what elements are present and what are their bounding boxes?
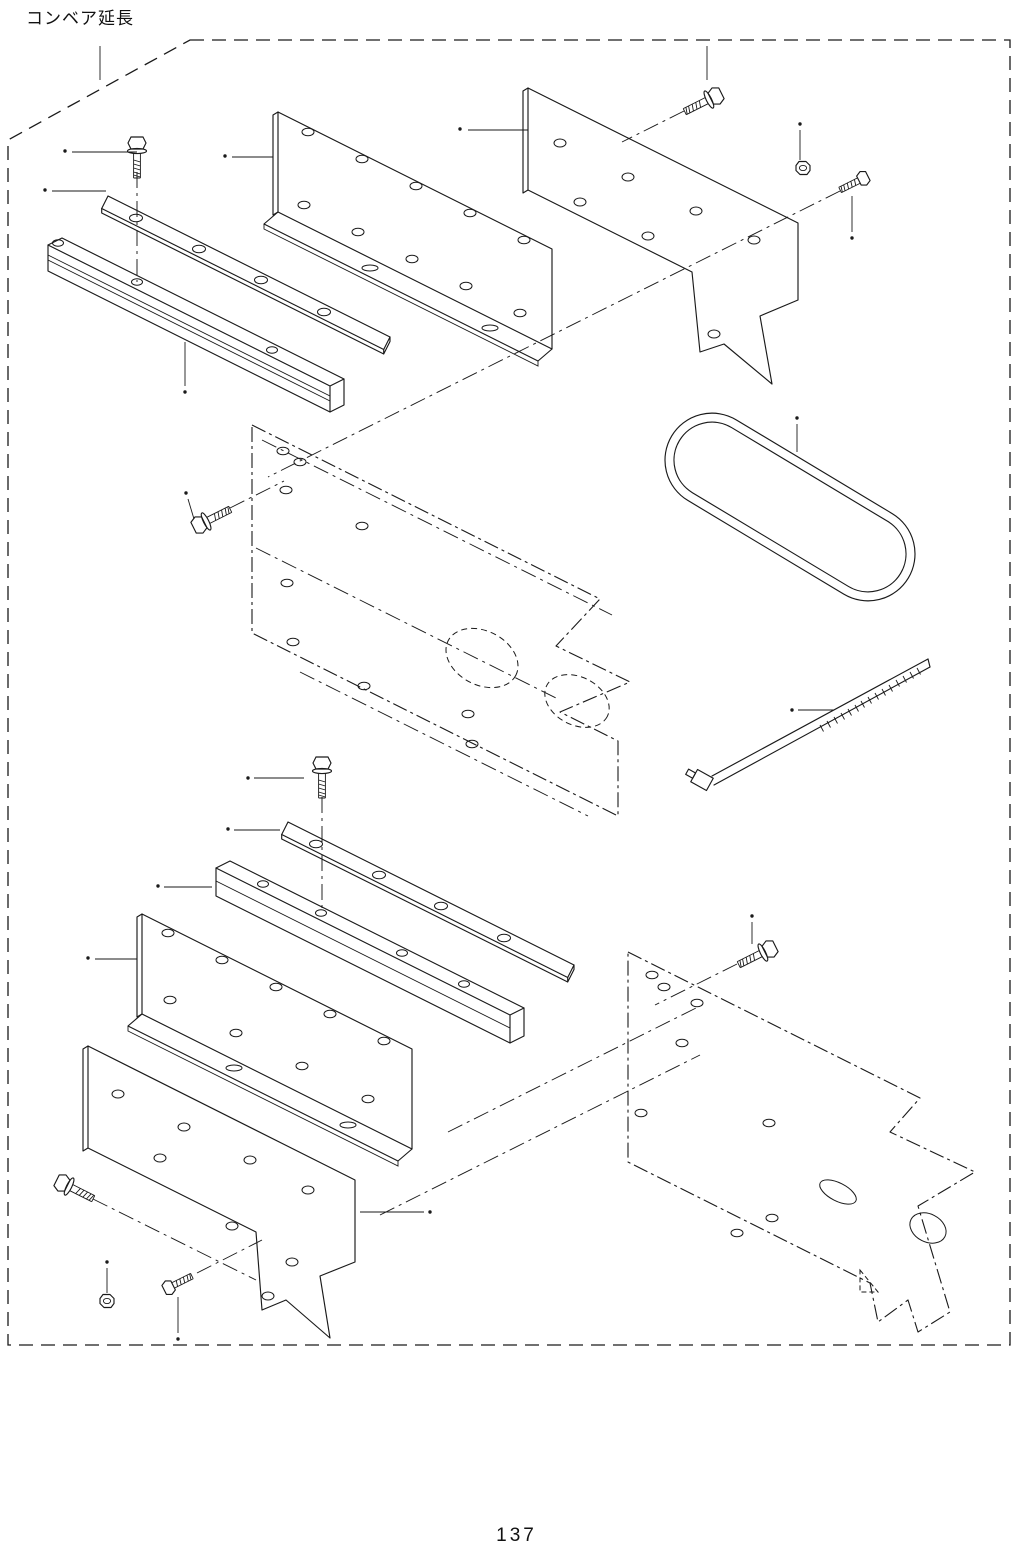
base-plate-phantom-upper	[251, 424, 631, 817]
hex-bolt-center	[311, 756, 333, 799]
machine-screw-lower-left	[160, 1268, 196, 1298]
diagram-border	[7, 39, 1011, 1346]
fasteners	[51, 84, 872, 1309]
hex-bolt-lower-right	[733, 937, 781, 974]
conveyor-belt	[664, 412, 916, 602]
guide-rail-upper	[47, 237, 345, 413]
hex-nut-lower-left	[99, 1293, 115, 1309]
assembly-centerlines	[92, 110, 841, 1281]
cable-tie	[685, 658, 931, 792]
hex-bolt-lower-left	[51, 1171, 99, 1208]
hex-bolt-upper-left	[126, 136, 148, 179]
flat-mounting-bar-upper	[101, 195, 391, 355]
reference-dots	[43, 122, 854, 1341]
page-number: 137	[496, 1525, 537, 1546]
flat-mounting-bar-lower	[281, 821, 575, 983]
l-bracket-upper	[263, 111, 553, 367]
page-title: コンベア延長	[26, 9, 134, 28]
hex-bolt-middle-left	[188, 500, 236, 537]
hex-bolt-upper-right	[679, 84, 727, 121]
guide-rail-lower	[215, 860, 525, 1044]
l-bracket-lower	[127, 913, 413, 1167]
hex-nut-upper-right	[795, 160, 811, 176]
side-plate-upper	[522, 87, 799, 385]
leader-lines	[52, 46, 853, 1333]
side-plate-lower	[82, 1045, 356, 1339]
machine-screw-upper-right	[836, 168, 872, 198]
base-plate-phantom-lower	[627, 951, 976, 1333]
